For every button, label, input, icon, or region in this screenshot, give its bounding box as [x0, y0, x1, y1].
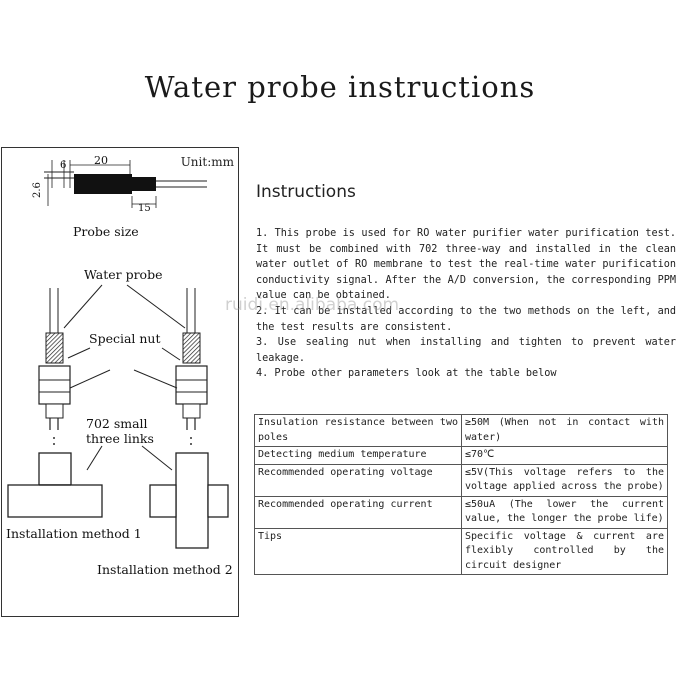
parameters-table: Insulation resistance between two poles … [254, 414, 668, 575]
links-label-line-2: three links [86, 431, 154, 446]
probe-diagram [7, 160, 229, 549]
links-label-line-1: 702 small [86, 416, 148, 431]
param-name: Recommended operating voltage [254, 463, 462, 497]
diagram-panel: Unit:mm 6 20 15 2.6 Probe size Water pro… [1, 147, 239, 617]
installation-method-2-label: Installation method 2 [97, 562, 233, 577]
param-value: ≤50uA (The lower the current value, the … [461, 495, 668, 529]
dimension-2-6: 2.6 [32, 182, 43, 198]
installation-method-1-label: Installation method 1 [6, 526, 142, 541]
tee-connector-2 [149, 452, 229, 549]
probe-right [175, 288, 208, 430]
instruction-item: 4. Probe other parameters look at the ta… [256, 368, 557, 380]
table-row: Recommended operating current ≤50uA (The… [254, 495, 668, 529]
param-value: ≤5V(This voltage refers to the voltage a… [461, 463, 668, 497]
instruction-item: 3. Use sealing nut when installing and t… [256, 337, 676, 364]
probe-size-label: Probe size [73, 224, 139, 239]
table-row: Tips Specific voltage & current are flex… [254, 527, 668, 575]
instruction-item: 2. It can be installed according to the … [256, 305, 676, 333]
dotted-guides [53, 437, 192, 445]
param-name: Detecting medium temperature [254, 446, 462, 465]
water-probe-label: Water probe [84, 267, 163, 282]
param-name: Tips [254, 527, 462, 575]
param-value: ≥50M (When not in contact with water) [461, 414, 668, 447]
table-row: Recommended operating voltage ≤5V(This v… [254, 463, 668, 497]
table-row: Insulation resistance between two poles … [254, 414, 668, 447]
dimension-15: 15 [138, 203, 151, 214]
probe-left [38, 288, 71, 430]
special-nut-label: Special nut [89, 331, 161, 346]
unit-label: Unit:mm [180, 155, 234, 169]
param-name: Insulation resistance between two poles [254, 414, 462, 447]
param-value: ≤70℃ [461, 446, 668, 465]
table-row: Detecting medium temperature ≤70℃ [254, 446, 668, 465]
leader-lines [63, 284, 186, 471]
instructions-list: 1. This probe is used for RO water purif… [256, 226, 676, 382]
dimension-6: 6 [60, 160, 67, 171]
instructions-heading: Instructions [256, 182, 356, 202]
page-title: Water probe instructions [144, 70, 536, 104]
tee-connector-1 [7, 452, 103, 518]
param-value: Specific voltage & current are flexibly … [461, 527, 668, 575]
instruction-item: 1. This probe is used for RO water purif… [256, 228, 676, 302]
dimension-20: 20 [94, 154, 108, 167]
param-name: Recommended operating current [254, 495, 462, 529]
probe-size-drawing [44, 160, 207, 208]
